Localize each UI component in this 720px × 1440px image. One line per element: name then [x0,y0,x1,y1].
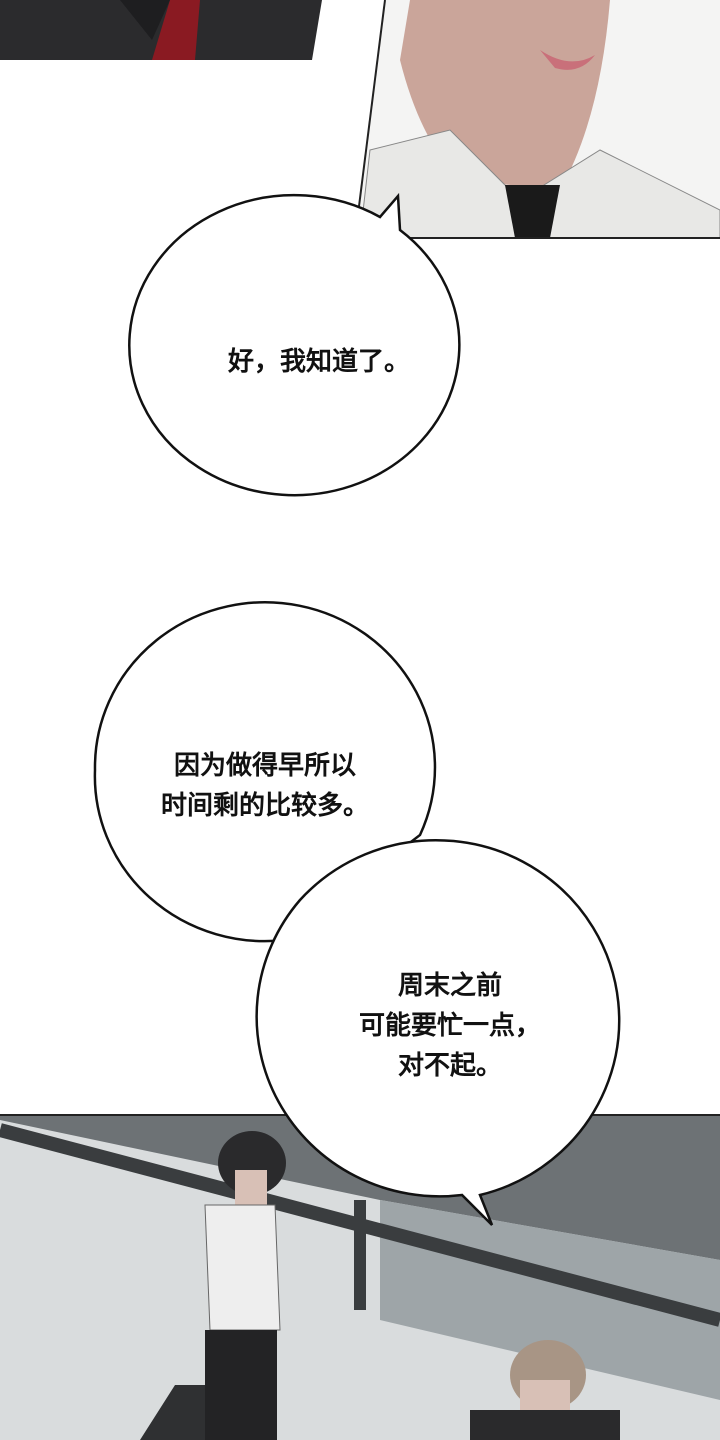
bubble-1-shape [128,192,461,497]
panel-top-left [0,0,322,60]
bubble-1-text: 好，我知道了。 [160,342,478,382]
bubble-line: 好，我知道了。 [227,347,410,377]
bubble-2-shape [93,601,437,943]
bubble-line: 可能要忙一点， [358,1011,541,1041]
panel-top-right [354,0,720,239]
bubble-line: 时间剩的比较多。 [160,791,369,821]
bubble-line: 因为做得早所以 [173,751,356,781]
bubble-3-text: 周末之前 可能要忙一点， 对不起。 [290,966,610,1086]
speech-bubbles [93,192,621,1226]
bubble-3-shape [255,839,621,1226]
bubble-line: 周末之前 [397,971,502,1001]
bubble-line: 对不起。 [397,1051,502,1081]
bubble-2-text: 因为做得早所以 时间剩的比较多。 [100,746,430,826]
